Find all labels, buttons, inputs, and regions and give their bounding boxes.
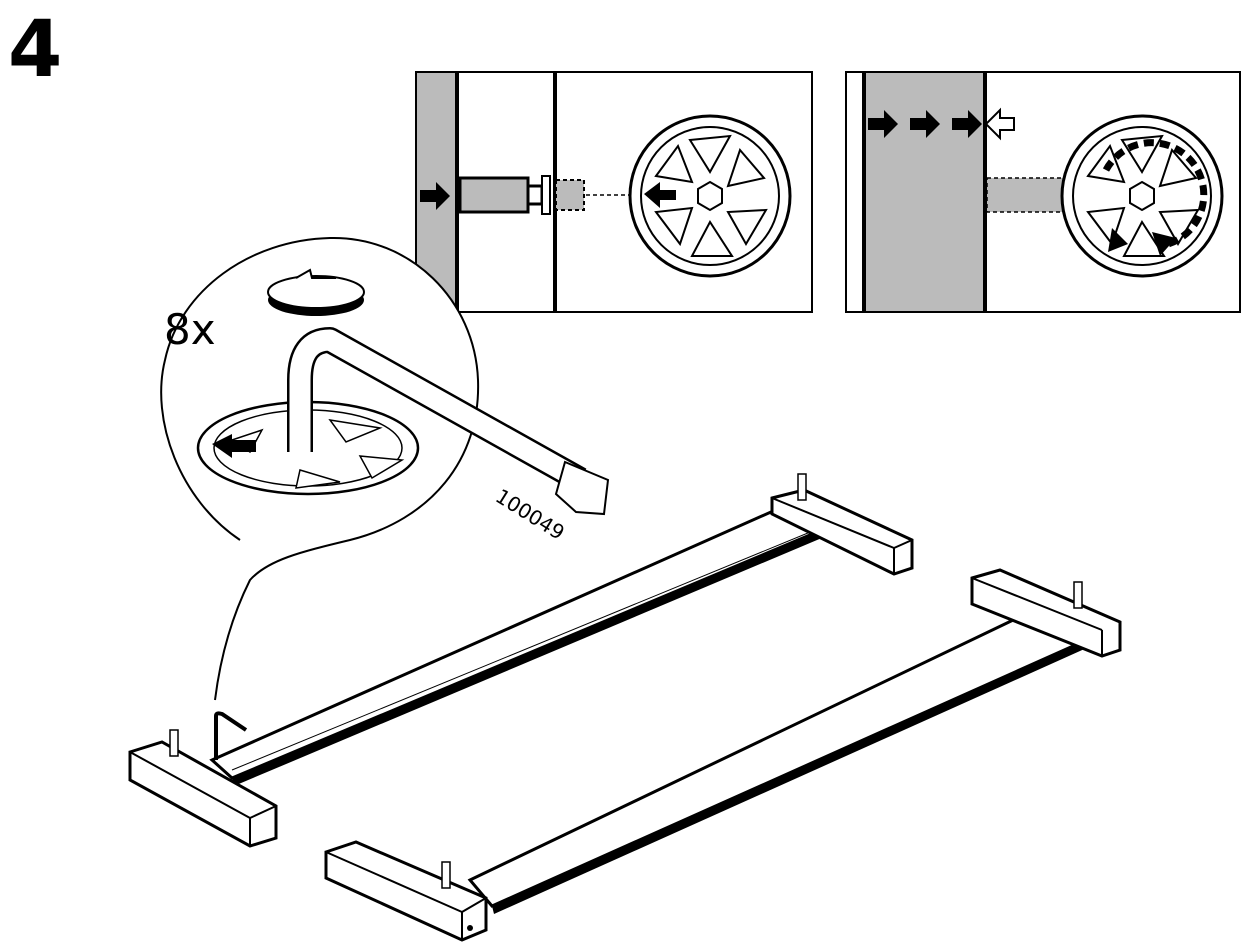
detail-panel-insert (415, 71, 813, 313)
rotate-arrow-icon (267, 268, 365, 316)
lower-side-rail (324, 568, 1122, 942)
step-number: 4 (8, 5, 62, 95)
upper-side-rail (128, 473, 914, 848)
allen-key-icon (287, 327, 610, 516)
quantity-label: 8x (164, 305, 216, 354)
push-arrow-icon (868, 107, 1015, 141)
cam-lock-icon (1060, 114, 1224, 278)
cam-lock-icon (628, 114, 792, 278)
push-arrow-icon (420, 182, 450, 210)
callout-bubble: 8x (160, 236, 610, 701)
detail-panel-locked (845, 71, 1241, 313)
